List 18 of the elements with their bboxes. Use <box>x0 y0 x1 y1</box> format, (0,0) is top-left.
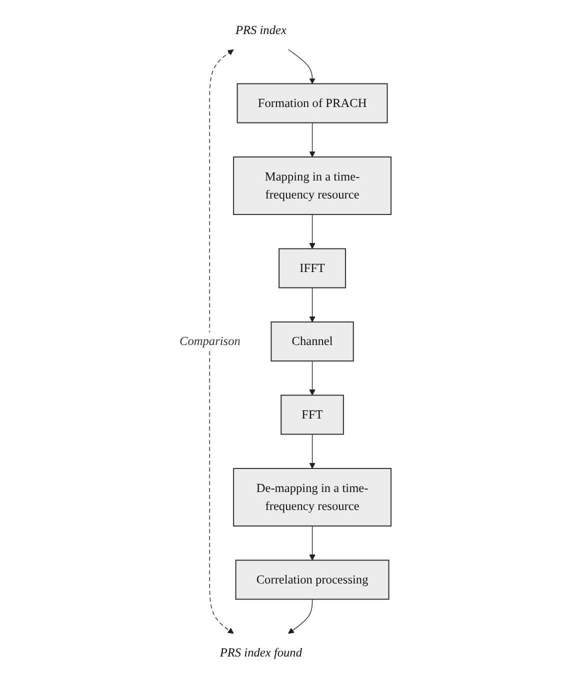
arrow <box>288 598 312 634</box>
node-box: Formation of PRACH <box>236 83 388 124</box>
node-box: De-mapping in a time-frequency resource <box>232 468 392 527</box>
arrow <box>309 360 316 396</box>
node-box: Correlation processing <box>235 560 390 600</box>
node-box: Mapping in a time-frequency resource <box>232 156 392 216</box>
arrow <box>309 214 316 249</box>
arrow <box>309 287 316 322</box>
arrow <box>209 49 234 634</box>
arrow <box>309 526 316 560</box>
arrow <box>309 122 316 158</box>
arrow <box>309 434 316 469</box>
node-text: PRS index <box>235 22 286 37</box>
node-box: FFT <box>280 394 344 435</box>
node-box: Channel <box>270 321 354 362</box>
arrow <box>288 49 316 84</box>
node-box: IFFT <box>278 248 346 288</box>
node-text: PRS index found <box>220 646 302 660</box>
